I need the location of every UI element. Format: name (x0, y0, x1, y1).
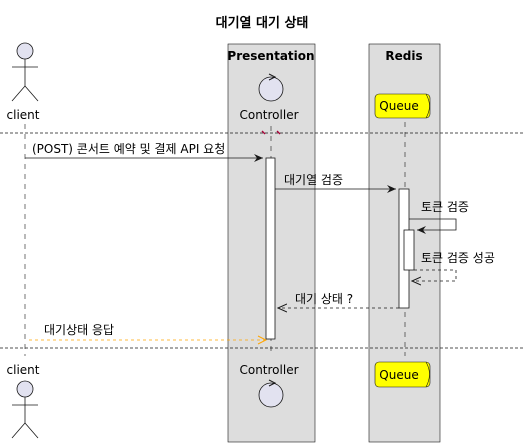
client-label-top: client (7, 108, 40, 122)
message-api-request: (POST) 콘서트 예약 및 결제 API 요청 (25, 141, 263, 162)
message-label: 대기 상태 ? (295, 292, 353, 306)
controller-activation (265, 157, 276, 340)
controller-top: Controller (239, 73, 299, 122)
client-actor-top: client (7, 42, 40, 122)
message-label: 토큰 검증 성공 (421, 251, 495, 265)
presentation-box-title: Presentation (227, 49, 314, 63)
queue-label-top: Queue (379, 99, 418, 113)
queue-cylinder-icon (374, 93, 431, 119)
message-token-validate: 토큰 검증 (409, 200, 469, 234)
stick-figure-icon (11, 380, 39, 439)
client-label-bottom: client (7, 363, 40, 377)
queue-bottom: Queue (374, 361, 431, 388)
redis-box-title: Redis (385, 49, 422, 63)
controller-bottom: Controller (239, 363, 299, 408)
message-wait-status-response: 대기상태 응답 (26, 323, 266, 340)
message-arrow (409, 218, 457, 234)
presentation-box: Presentation (227, 43, 316, 443)
message-queue-validate: 대기열 검증 (275, 173, 396, 193)
message-wait-status: 대기 상태 ? (278, 292, 399, 308)
message-label: 토큰 검증 (421, 200, 469, 214)
controller-label-bottom: Controller (239, 363, 298, 377)
client-actor-bottom: client (7, 363, 40, 439)
stick-figure-icon (11, 42, 39, 102)
message-arrow (412, 269, 457, 281)
message-label: (POST) 콘서트 예약 및 결제 API 요청 (32, 141, 225, 156)
message-label: 대기열 검증 (284, 173, 343, 187)
queue-label-bottom: Queue (379, 368, 418, 382)
divider-marker (261, 130, 281, 135)
queue-nested-activation (403, 229, 415, 271)
message-label: 대기상태 응답 (44, 323, 114, 337)
queue-cylinder-icon (374, 361, 431, 388)
diagram-title: 대기열 대기 상태 (216, 15, 309, 31)
queue-top: Queue (374, 93, 431, 119)
controller-circle-icon (258, 379, 284, 408)
message-token-validate-success: 토큰 검증 성공 (412, 251, 495, 281)
controller-circle-icon (258, 73, 284, 102)
controller-label-top: Controller (239, 108, 298, 122)
